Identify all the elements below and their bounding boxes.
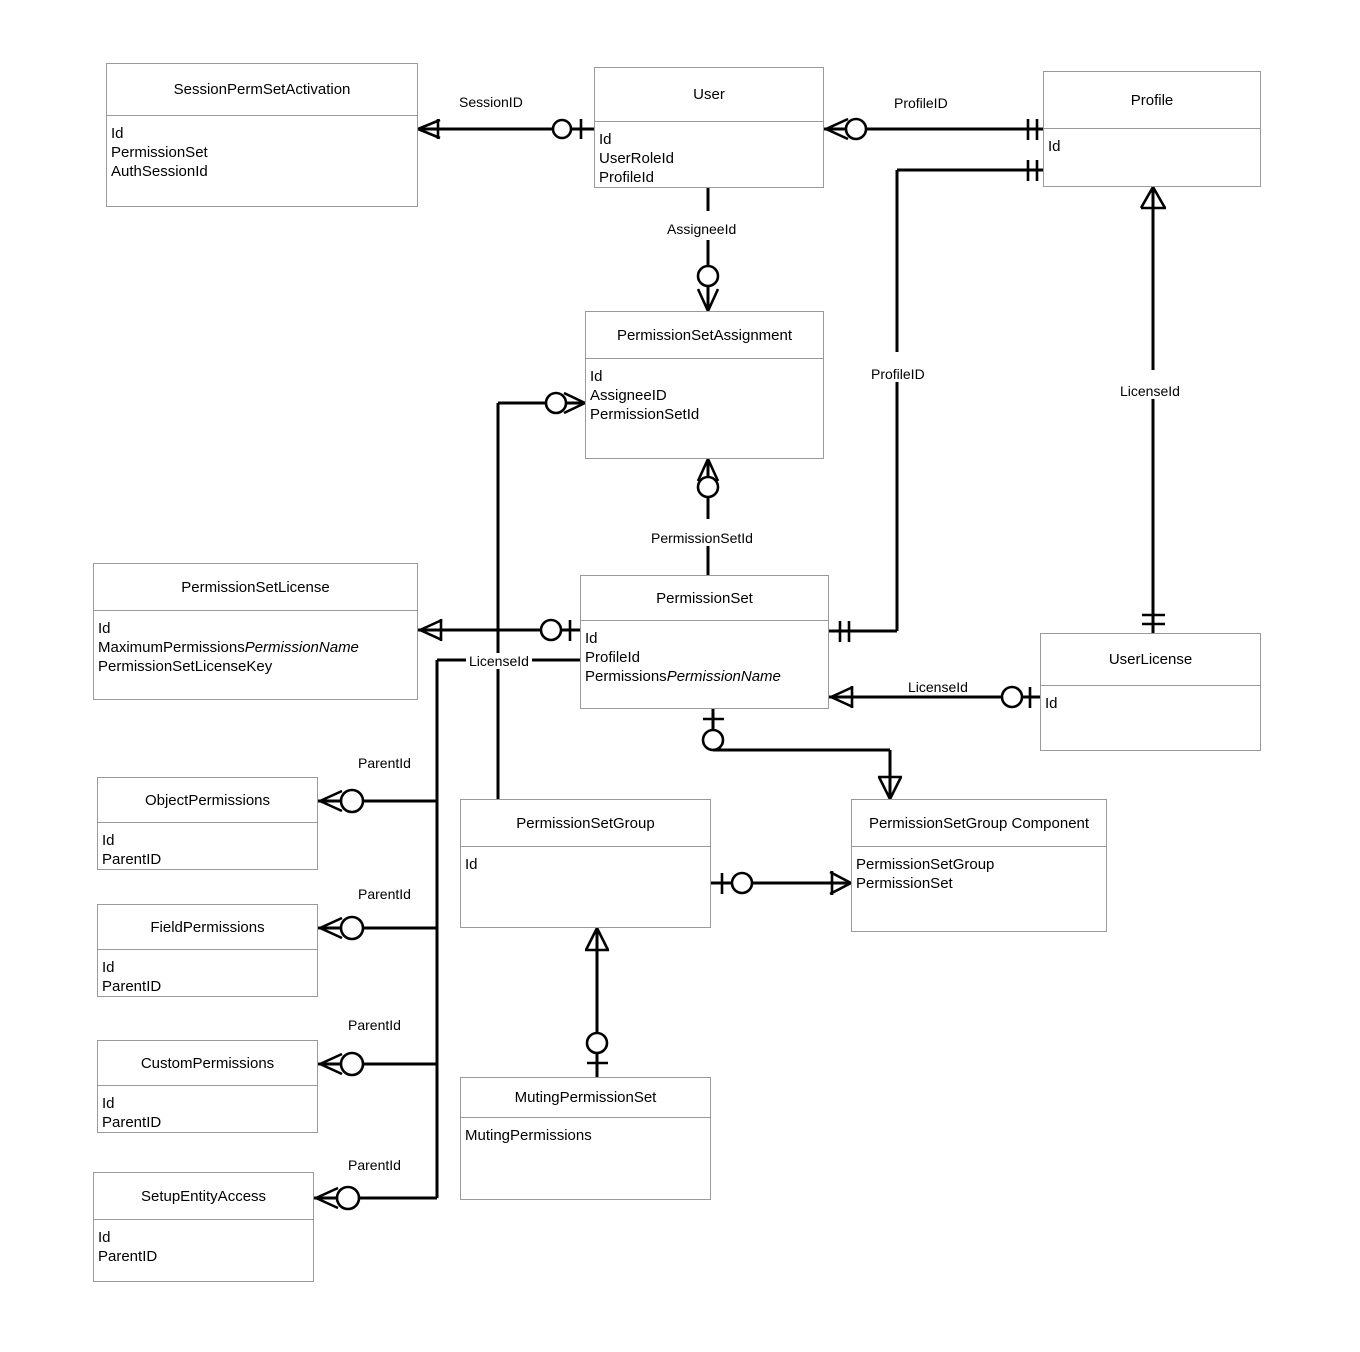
entity-title-permissionsetassignment: PermissionSetAssignment	[586, 312, 823, 359]
entity-attribute: PermissionsPermissionName	[585, 668, 781, 685]
edge-label-permissionsetid: PermissionSetId	[648, 530, 756, 546]
edge-parentid-object	[318, 788, 437, 814]
edge-parentid-field	[318, 915, 437, 941]
edge-parentid-setup	[314, 1185, 437, 1211]
entity-attribute: AuthSessionId	[111, 163, 208, 180]
entity-attribute: PermissionSetId	[590, 406, 700, 423]
edge-label-licenseid-profile-userlicense: LicenseId	[1117, 383, 1183, 399]
entity-attributes-permissionsetgroup: Id	[461, 847, 710, 874]
entity-title-permissionset: PermissionSet	[581, 576, 828, 621]
entity-attribute: Id	[111, 125, 124, 142]
edge-profileid-user-profile	[824, 117, 1043, 141]
edge-psg-psgcomponent	[711, 870, 852, 896]
entity-attribute: ProfileId	[599, 169, 655, 186]
entity-attribute: MaximumPermissionsPermissionName	[98, 639, 359, 656]
entity-attribute: UserRoleId	[599, 150, 675, 167]
edge-profileid-permissionset-profile	[829, 160, 1043, 642]
entity-attribute: Id	[1045, 695, 1058, 712]
edge-parentid-custom	[318, 1051, 437, 1077]
edge-label-profileid-permissionset-profile: ProfileID	[868, 366, 928, 382]
entity-attribute: Id	[98, 1229, 111, 1246]
entity-title-mutingpermissionset: MutingPermissionSet	[461, 1078, 710, 1118]
entity-attribute: ParentID	[102, 1114, 162, 1131]
edge-sessionid	[417, 118, 594, 140]
entity-title-permissionsetgroupcomponent: PermissionSetGroup Component	[852, 800, 1106, 847]
edge-label-parentid-custom: ParentId	[345, 1017, 404, 1033]
entity-attribute: PermissionSet	[111, 144, 208, 161]
edge-licenseid-profile-userlicense	[1139, 186, 1167, 633]
edge-label-profileid-user-profile: ProfileID	[891, 95, 951, 111]
entity-title-userlicense: UserLicense	[1041, 634, 1260, 686]
entity-title-profile: Profile	[1044, 72, 1260, 129]
edge-label-licenseid-permissionsetlicense: LicenseId	[466, 653, 532, 669]
entity-attribute: ParentID	[102, 978, 162, 995]
entity-title-permissionsetlicense: PermissionSetLicense	[94, 564, 417, 611]
edge-psa-permissionsetgroup	[496, 391, 586, 799]
entity-title-sessionpermsetactivation: SessionPermSetActivation	[107, 64, 417, 116]
edge-label-assigneeid: AssigneeId	[664, 221, 740, 237]
entity-title-objectpermissions: ObjectPermissions	[98, 778, 317, 823]
entity-attribute: ProfileId	[585, 649, 641, 666]
entity-attribute: Id	[585, 630, 598, 647]
entity-title-setupentityaccess: SetupEntityAccess	[94, 1173, 313, 1220]
edge-permissionsetid	[696, 458, 720, 575]
edge-permissionset-psgcomponent	[701, 709, 903, 800]
edge-label-parentid-field: ParentId	[355, 886, 414, 902]
entity-title-user: User	[595, 68, 823, 122]
entity-attribute: Id	[465, 856, 478, 873]
entity-attributes-profile: Id	[1044, 129, 1260, 156]
entity-attributes-userlicense: Id	[1041, 686, 1260, 713]
entity-attribute: Id	[1048, 138, 1061, 155]
edge-licenseid-permissionset-userlicense	[829, 685, 1040, 709]
edge-label-licenseid-permissionset-userlicense: LicenseId	[905, 679, 971, 695]
entity-title-permissionsetgroup: PermissionSetGroup	[461, 800, 710, 847]
entity-attribute: ParentID	[98, 1248, 158, 1265]
entity-attribute: AssigneeID	[590, 387, 667, 404]
entity-attributes-mutingpermissionset: MutingPermissions	[461, 1118, 710, 1145]
entity-title-custompermissions: CustomPermissions	[98, 1041, 317, 1086]
entity-attribute: Id	[590, 368, 603, 385]
entity-attribute: PermissionSet	[856, 875, 953, 892]
edge-label-sessionid: SessionID	[456, 94, 526, 110]
entity-attribute: PermissionSetLicenseKey	[98, 658, 273, 675]
edge-psg-mutingpermissionset	[584, 927, 610, 1077]
entity-attribute: PermissionSetGroup	[856, 856, 995, 873]
entity-attribute: ParentID	[102, 851, 162, 868]
entity-title-fieldpermissions: FieldPermissions	[98, 905, 317, 950]
entity-attribute: Id	[98, 620, 111, 637]
entity-attribute: Id	[102, 959, 115, 976]
edge-label-parentid-object: ParentId	[355, 755, 414, 771]
entity-attribute: Id	[102, 832, 115, 849]
edge-assigneeid	[696, 188, 720, 312]
entity-attribute: MutingPermissions	[465, 1127, 592, 1144]
entity-attribute: Id	[599, 131, 612, 148]
entity-attribute: Id	[102, 1095, 115, 1112]
edge-label-parentid-setup: ParentId	[345, 1157, 404, 1173]
